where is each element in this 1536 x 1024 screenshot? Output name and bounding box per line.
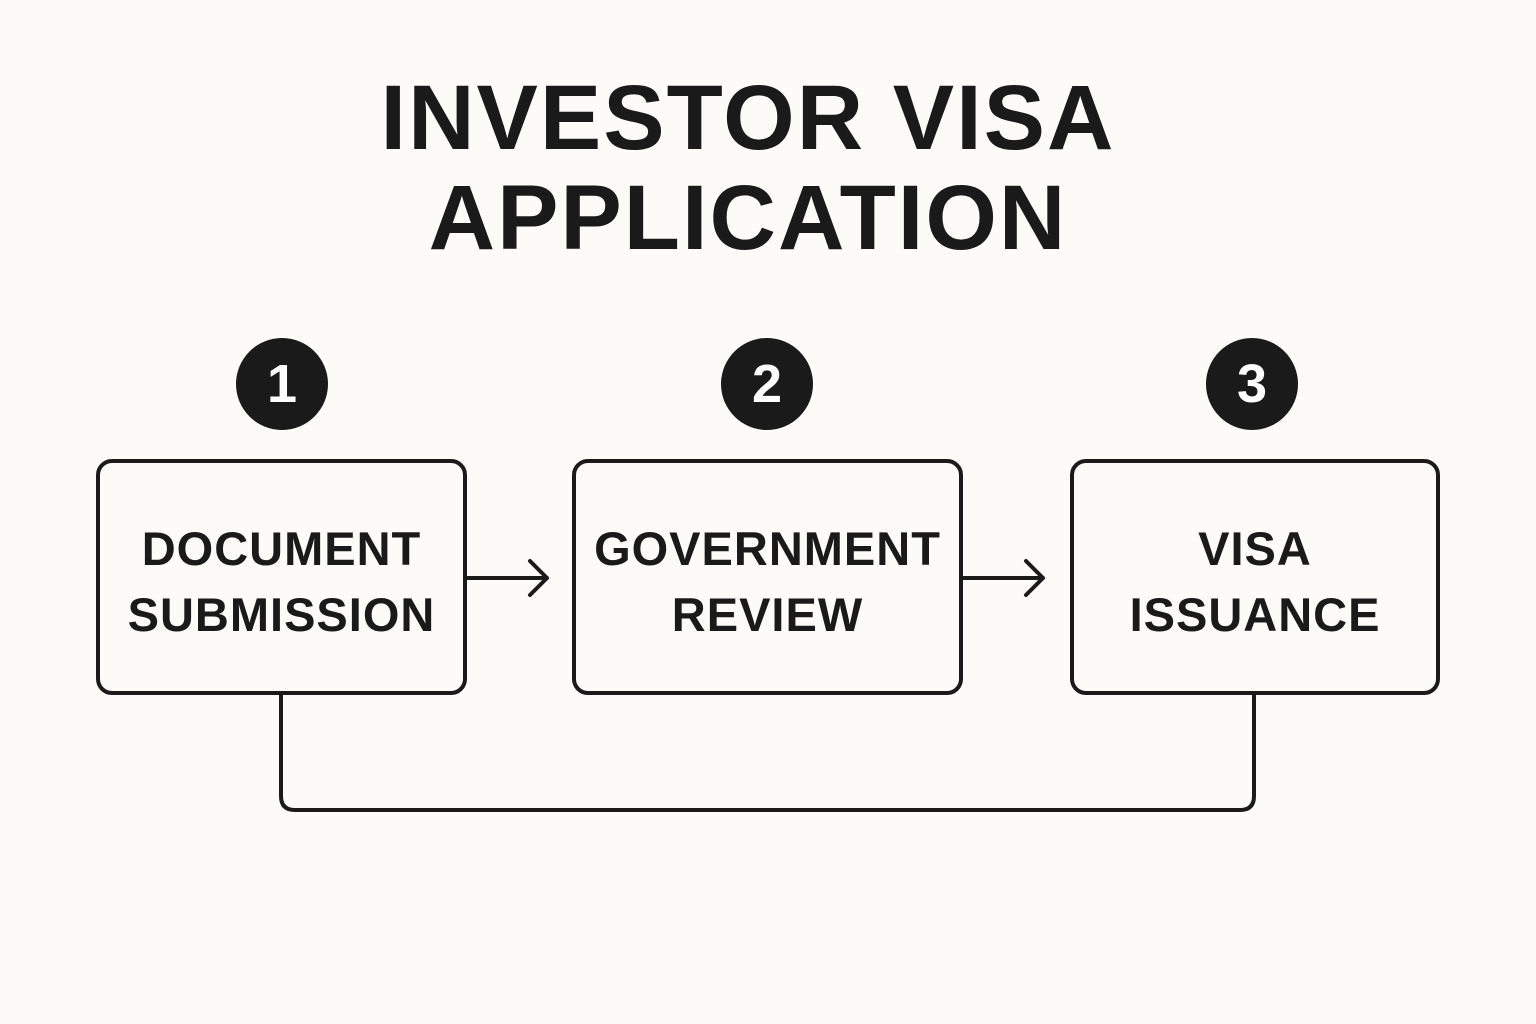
step-2-box: GOVERNMENT REVIEW	[572, 459, 963, 695]
step-1-label: DOCUMENT SUBMISSION	[128, 511, 436, 643]
step-2-label-line-2: REVIEW	[671, 588, 864, 641]
step-1-badge: 1	[236, 338, 328, 430]
step-2-label: GOVERNMENT REVIEW	[594, 511, 941, 643]
step-3-badge: 3	[1206, 338, 1298, 430]
diagram-title-line-1: INVESTOR VISA	[380, 67, 1116, 169]
step-2-number: 2	[751, 354, 783, 414]
arrow-step2-to-step3	[961, 559, 1045, 597]
step-3-label-line-2: ISSUANCE	[1129, 588, 1381, 641]
arrow-step1-to-step2	[465, 559, 549, 597]
step-2-badge: 2	[721, 338, 813, 430]
step-3-number: 3	[1236, 354, 1268, 414]
step-1-number: 1	[266, 354, 298, 414]
loop-connector-step1-to-step3	[279, 693, 1256, 812]
step-3-label: VISA ISSUANCE	[1130, 511, 1381, 643]
diagram-title-line-2: APPLICATION	[428, 167, 1068, 269]
step-1-label-line-1: DOCUMENT	[141, 522, 422, 575]
step-1-box: DOCUMENT SUBMISSION	[96, 459, 467, 695]
step-2-label-line-1: GOVERNMENT	[594, 522, 941, 575]
step-3-label-line-1: VISA	[1198, 522, 1312, 575]
step-1-label-line-2: SUBMISSION	[127, 588, 436, 641]
step-3-box: VISA ISSUANCE	[1070, 459, 1440, 695]
